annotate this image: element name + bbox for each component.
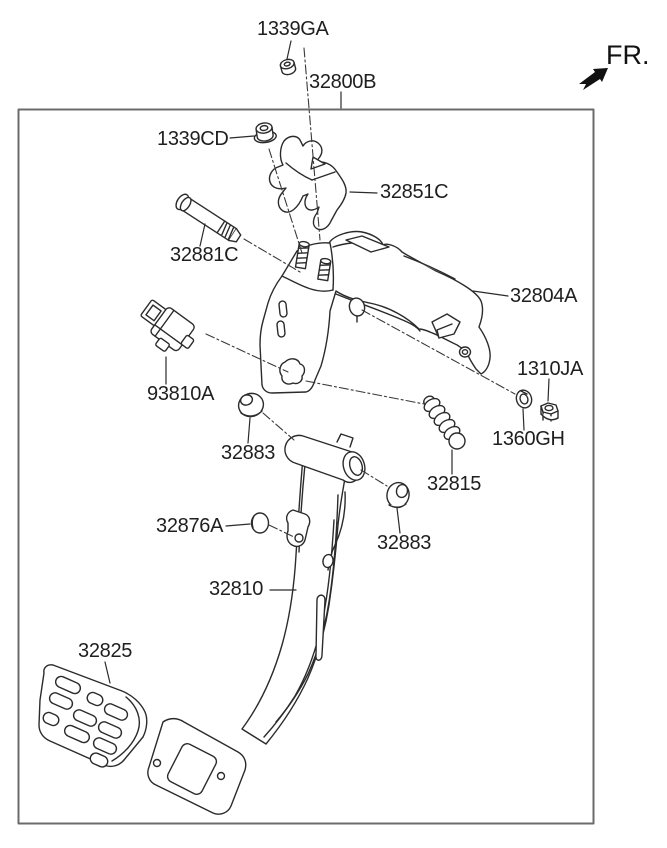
- fr-orientation-label: FR.: [606, 40, 650, 70]
- part-label-32881c[interactable]: 32881C: [170, 244, 239, 266]
- part-label-32804a[interactable]: 32804A: [510, 285, 578, 307]
- part-label-32876a[interactable]: 32876A: [156, 515, 224, 537]
- pedal-support-member-icon: [259, 230, 491, 394]
- stopper-icon: [250, 512, 270, 534]
- center-lines: [205, 47, 516, 538]
- lock-washer-icon: [515, 389, 533, 409]
- part-label-1339ga[interactable]: 1339GA: [257, 18, 329, 40]
- part-label-32883-lower[interactable]: 32883: [377, 532, 432, 554]
- part-label-1360gh[interactable]: 1360GH: [492, 428, 565, 450]
- brake-pedal-arm-icon: [241, 457, 346, 745]
- pivot-tube-icon: [284, 433, 366, 484]
- part-label-32825[interactable]: 32825: [78, 640, 133, 662]
- return-spring-icon: [423, 395, 466, 450]
- diagram-border: [17, 108, 595, 825]
- bushing-icon: [237, 392, 265, 418]
- part-label-32815[interactable]: 32815: [427, 473, 482, 495]
- flange-nut-icon: [279, 58, 297, 76]
- flange-nut-icon: [253, 122, 277, 144]
- part-label-32851c[interactable]: 32851C: [380, 181, 449, 203]
- leader-lines: [104, 40, 550, 684]
- part-label-1339cd[interactable]: 1339CD: [157, 128, 229, 150]
- hex-nut-icon: [540, 402, 559, 422]
- pedal-pad-icon: [38, 664, 148, 768]
- stop-lamp-switch-icon: [140, 299, 195, 352]
- fr-direction-arrow-icon: [579, 68, 608, 90]
- part-label-1310ja[interactable]: 1310JA: [517, 358, 584, 380]
- part-label-32883-upper[interactable]: 32883: [221, 442, 276, 464]
- bushing-icon: [386, 481, 410, 509]
- part-label-32800b[interactable]: 32800B: [309, 71, 377, 93]
- fulcrum-bolt-icon: [175, 193, 242, 243]
- part-label-32810[interactable]: 32810: [209, 578, 264, 600]
- part-label-93810a[interactable]: 93810A: [147, 383, 215, 405]
- pedal-foot-plate-icon: [147, 717, 247, 815]
- pedal-mounting-bracket-icon: [268, 135, 347, 231]
